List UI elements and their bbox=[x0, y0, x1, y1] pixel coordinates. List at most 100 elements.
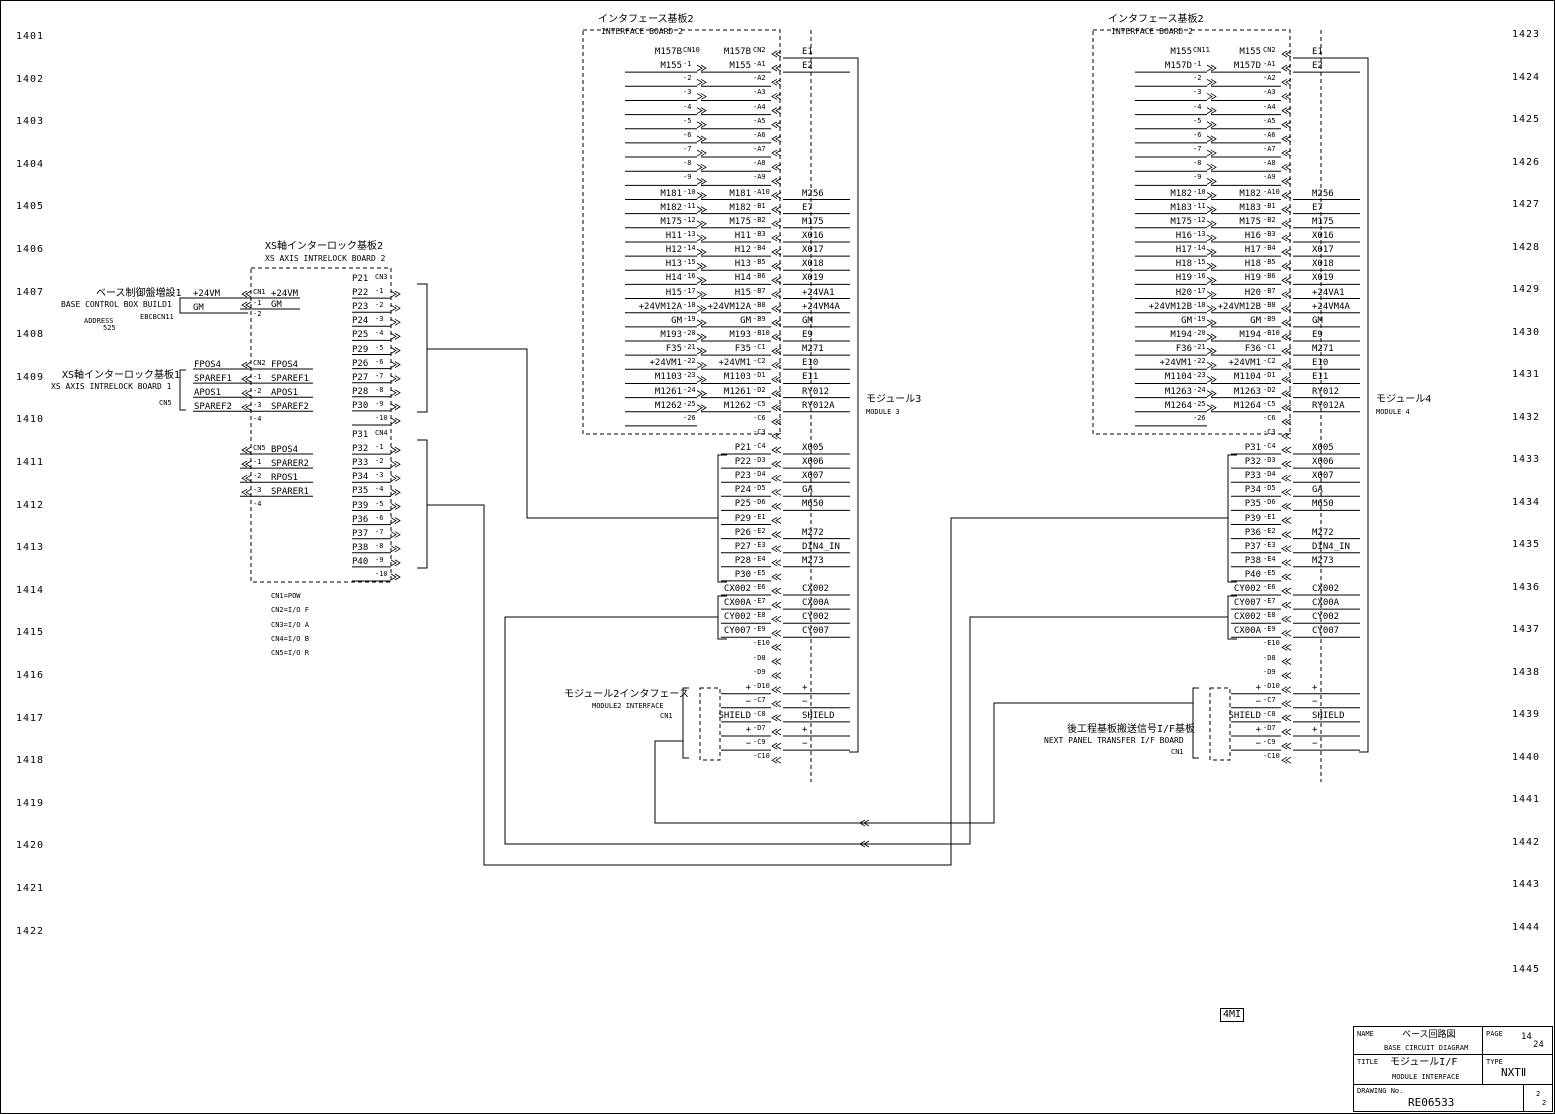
left-connector-chevron bbox=[1206, 248, 1217, 256]
output-signal: GA bbox=[1312, 485, 1323, 496]
right-pin: -A2 bbox=[1263, 74, 1276, 83]
right-pin: -B3 bbox=[1263, 229, 1276, 238]
right-pin: -A9 bbox=[753, 173, 766, 182]
cn4-signal: P31 bbox=[352, 430, 369, 440]
right2-pin: -D3 bbox=[753, 456, 766, 465]
right-signal: +24VM1 bbox=[1228, 358, 1261, 369]
right2-signal: CY002 bbox=[723, 612, 751, 623]
right2-connector-chevron bbox=[1281, 531, 1292, 538]
right-signal: M155 bbox=[729, 61, 751, 72]
right2-pin: -E7 bbox=[753, 597, 766, 606]
left-pin: -8 bbox=[1193, 159, 1202, 168]
cn3-signal: P27 bbox=[352, 372, 369, 383]
right-pin: -B8 bbox=[753, 300, 766, 309]
right2-connector-chevron bbox=[771, 460, 782, 468]
right2-connector-chevron bbox=[771, 545, 782, 553]
left-signal: M1262 bbox=[654, 400, 682, 411]
output-signal: RY012 bbox=[802, 386, 830, 397]
tb-title-label: TITLE bbox=[1357, 1058, 1379, 1066]
right2-signal: P28 bbox=[734, 555, 751, 566]
right-pin: -B9 bbox=[1263, 314, 1276, 323]
right-pin: -A8 bbox=[753, 159, 766, 168]
output-signal: M175 bbox=[1312, 216, 1334, 227]
row-number: 1438 bbox=[1512, 666, 1541, 678]
tb-sheet-total: 2 bbox=[1542, 1099, 1547, 1107]
right-signal: M157B bbox=[723, 47, 751, 57]
cn3-pin: -9 bbox=[375, 399, 384, 408]
row-number: 1412 bbox=[16, 499, 45, 511]
cn2-pin: CN2 bbox=[253, 359, 266, 367]
output-signal: X005 bbox=[1312, 443, 1334, 453]
right2-signal: CX00A bbox=[723, 598, 751, 609]
left-connector-chevron bbox=[696, 206, 707, 213]
output-signal: − bbox=[1312, 739, 1318, 750]
tb-page-cell: PAGE 14 24 bbox=[1483, 1027, 1552, 1055]
right-pin: -D1 bbox=[753, 371, 766, 380]
right-pin: -A6 bbox=[753, 130, 766, 139]
left-pin: -19 bbox=[683, 314, 696, 323]
row-number: 1424 bbox=[1512, 71, 1541, 83]
right2-pin: -D6 bbox=[1263, 498, 1276, 507]
right2-signal: CY002 bbox=[1233, 584, 1261, 594]
module4-bracket bbox=[1359, 57, 1369, 753]
right-signal: M1264 bbox=[1233, 400, 1261, 411]
left-connector-chevron bbox=[1206, 135, 1217, 143]
output-signal: E10 bbox=[802, 358, 819, 369]
left-connector-chevron bbox=[696, 277, 707, 284]
right2-connector-chevron bbox=[771, 531, 782, 538]
right-signal: H13 bbox=[734, 259, 751, 270]
output-signal: X018 bbox=[802, 259, 824, 270]
right2-signal: CX002 bbox=[723, 584, 751, 594]
cn3-chevron bbox=[390, 375, 401, 383]
output-signal: E1 bbox=[1312, 47, 1323, 57]
right2-pin: -D7 bbox=[1263, 724, 1276, 732]
base-box-jp: ベース制御盤増設1 bbox=[96, 288, 182, 299]
right-connector-chevron bbox=[771, 149, 782, 157]
cn4-pin: -9 bbox=[375, 555, 384, 564]
right2-signal: + bbox=[745, 682, 751, 693]
row-number: 1432 bbox=[1512, 411, 1541, 423]
left-pin: -13 bbox=[1193, 229, 1206, 238]
left-pin: -3 bbox=[1193, 88, 1202, 97]
left-signal: H20 bbox=[1175, 287, 1192, 298]
right2-signal: − bbox=[745, 696, 751, 707]
return-chevron bbox=[859, 819, 870, 827]
left-signal: M1261 bbox=[654, 386, 682, 397]
right2-pin: -E6 bbox=[1263, 583, 1276, 591]
output-signal: − bbox=[802, 739, 808, 750]
cn3-signal: P21 bbox=[352, 274, 369, 284]
left-pin: -26 bbox=[1193, 413, 1206, 422]
right-signal: +24VM1 bbox=[718, 358, 751, 369]
right-signal: M155 bbox=[1239, 47, 1261, 57]
right2-signal: P22 bbox=[734, 457, 751, 468]
output-signal: + bbox=[1312, 725, 1318, 735]
left-connector-chevron bbox=[1206, 376, 1217, 383]
cn2-chevron bbox=[241, 403, 252, 411]
right-pin: -D1 bbox=[1263, 371, 1276, 380]
tb-drawing-cell: DRAWING No. RE06533 bbox=[1354, 1085, 1524, 1112]
right2-signal: CX00A bbox=[1233, 626, 1261, 637]
left-connector-chevron bbox=[1206, 163, 1217, 171]
right2-signal: CY007 bbox=[723, 626, 751, 637]
right-pin: -B6 bbox=[1263, 272, 1276, 281]
cn5-chevron bbox=[241, 446, 252, 454]
tb-type-value: NXTⅡ bbox=[1501, 1066, 1527, 1079]
right-connector-chevron bbox=[771, 50, 782, 58]
right-connector-chevron bbox=[771, 220, 782, 228]
cn4-pin: -5 bbox=[375, 499, 384, 508]
output-signal: GA bbox=[802, 485, 813, 496]
row-number: 1405 bbox=[16, 201, 45, 213]
output-signal: X007 bbox=[1312, 471, 1334, 482]
right2-connector-chevron bbox=[1281, 686, 1292, 694]
left-signal: M182 bbox=[660, 202, 682, 213]
output-signal: X005 bbox=[802, 443, 824, 453]
row-number: 1404 bbox=[16, 158, 45, 170]
left-signal: M1264 bbox=[1164, 400, 1192, 411]
right-pin: -B8 bbox=[1263, 300, 1276, 309]
cn3-chevron bbox=[390, 290, 401, 298]
output-signal: M650 bbox=[1312, 499, 1334, 510]
left-signal: F36 bbox=[1175, 344, 1192, 355]
output-signal: M273 bbox=[1312, 555, 1334, 566]
output-signal: + bbox=[802, 682, 808, 693]
cn2-external: FPOS4 bbox=[194, 360, 222, 370]
